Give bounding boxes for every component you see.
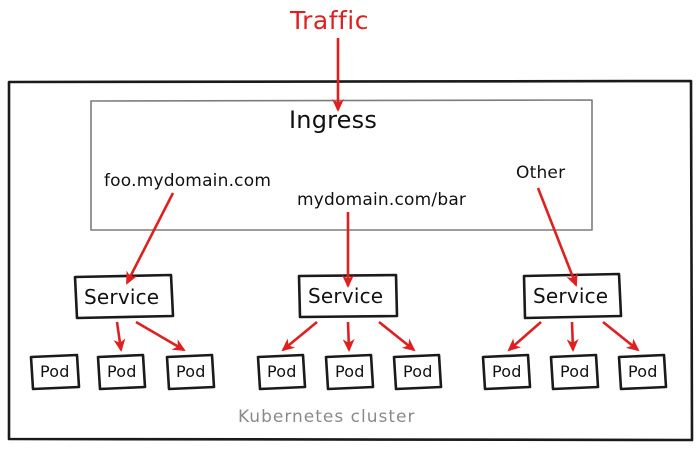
arrow-service-2-to-pod-2-2 — [342, 321, 355, 353]
pod-label-3-3: Pod — [628, 362, 658, 381]
pod-label-2-1: Pod — [267, 362, 297, 381]
route-label-other: Other — [516, 163, 566, 183]
arrow-service-2-to-pod-2-3 — [378, 320, 416, 352]
service-label-1: Service — [84, 285, 160, 309]
pod-label-3-2: Pod — [560, 362, 590, 381]
service-box-2 — [297, 273, 399, 319]
cluster-label: Kubernetes cluster — [238, 407, 416, 427]
arrow-route-1-to-service-1 — [125, 192, 175, 285]
pod-label-1-1: Pod — [40, 362, 70, 381]
ingress-label: Ingress — [289, 106, 378, 134]
arrow-service-1-to-pod-1-2 — [113, 321, 126, 353]
route-label-foo-mydomain-com: foo.mydomain.com — [104, 171, 272, 191]
pod-box-3-2 — [549, 353, 600, 391]
service-box-3 — [522, 272, 623, 320]
arrow-service-3-to-pod-3-3 — [602, 320, 640, 352]
ingress-box — [90, 99, 593, 231]
pod-label-2-2: Pod — [335, 362, 365, 381]
arrow-service-2-to-pod-2-1 — [281, 320, 318, 352]
pod-box-1-3 — [165, 353, 216, 391]
pod-label-1-3: Pod — [176, 362, 206, 381]
route-label-mydomain-com-bar: mydomain.com/bar — [297, 190, 467, 210]
pod-box-2-1 — [256, 353, 307, 391]
service-label-3: Service — [533, 284, 609, 308]
pod-label-1-2: Pod — [107, 362, 137, 381]
service-label-2: Service — [308, 284, 384, 308]
pod-label-3-1: Pod — [492, 362, 522, 381]
service-box-1 — [73, 273, 175, 320]
arrow-route-3-to-service-3 — [536, 187, 578, 287]
pod-box-2-3 — [392, 353, 443, 391]
pod-box-2-2 — [324, 353, 375, 391]
pod-box-3-1 — [481, 353, 532, 391]
arrow-service-1-to-pod-1-3 — [135, 320, 186, 352]
traffic-label: Traffic — [290, 6, 369, 35]
arrow-service-3-to-pod-3-2 — [566, 321, 579, 353]
arrow-service-3-to-pod-3-1 — [507, 321, 542, 352]
pod-label-2-3: Pod — [403, 362, 433, 381]
pod-box-1-1 — [29, 353, 81, 391]
pod-box-1-2 — [96, 353, 147, 391]
cluster-boundary-box — [7, 79, 694, 442]
pod-box-3-3 — [617, 353, 668, 391]
